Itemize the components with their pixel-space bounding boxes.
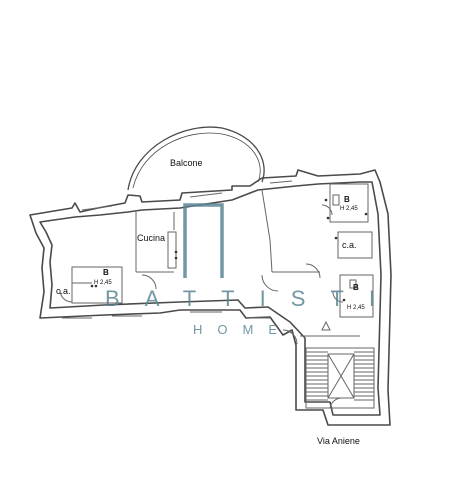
bathroom-left (71, 266, 123, 304)
bathroom-label-right-top: B (344, 195, 350, 204)
room-label-ca-right: c.a. (342, 240, 357, 250)
bathroom-height-right-top: H 2,45 (340, 206, 358, 212)
room-label-balcone: Balcone (170, 158, 203, 168)
brand-name: BATTISTI (105, 286, 400, 311)
room-label-cucina: Cucina (137, 233, 166, 243)
outer-wall (29, 169, 392, 426)
room-label-ca-left: c.a. (56, 286, 71, 296)
pi-arch-icon (183, 203, 224, 278)
bathroom-label-left: B (103, 268, 109, 277)
bathroom-label-right-bottom: B (353, 283, 359, 292)
street-label: Via Aniene (317, 436, 360, 446)
brand-subtitle: HOME (193, 322, 292, 337)
staircase (305, 347, 375, 409)
balcony-arc (127, 126, 265, 191)
bathroom-right-bottom (339, 274, 374, 318)
bathroom-height-left: H 2,45 (94, 280, 112, 286)
closet-right (337, 231, 373, 259)
bathroom-right-top (329, 183, 369, 223)
bathroom-height-right-bottom: H 2,45 (347, 305, 365, 311)
